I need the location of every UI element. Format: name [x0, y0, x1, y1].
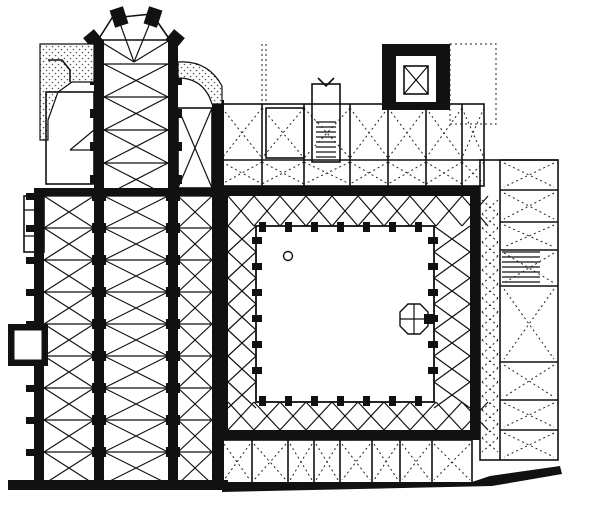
south-chapel: [177, 61, 223, 189]
south-range-rooms: [221, 440, 471, 482]
arcade-piers: [252, 222, 438, 406]
nave-vault-bays: [43, 63, 213, 485]
west-porch: [8, 195, 48, 366]
east-range: [479, 159, 559, 461]
north-range: [221, 103, 485, 187]
north-chapel: [39, 43, 95, 185]
buttresses: [26, 76, 182, 457]
staircase: [261, 44, 341, 163]
tower-block: [382, 43, 497, 125]
south-range: [221, 439, 562, 492]
north-range-rooms: [221, 104, 485, 186]
east-range-rooms: [481, 159, 558, 458]
well-icon: [282, 250, 294, 262]
lavabo: [399, 303, 434, 335]
polygonal-apse: [83, 6, 185, 63]
